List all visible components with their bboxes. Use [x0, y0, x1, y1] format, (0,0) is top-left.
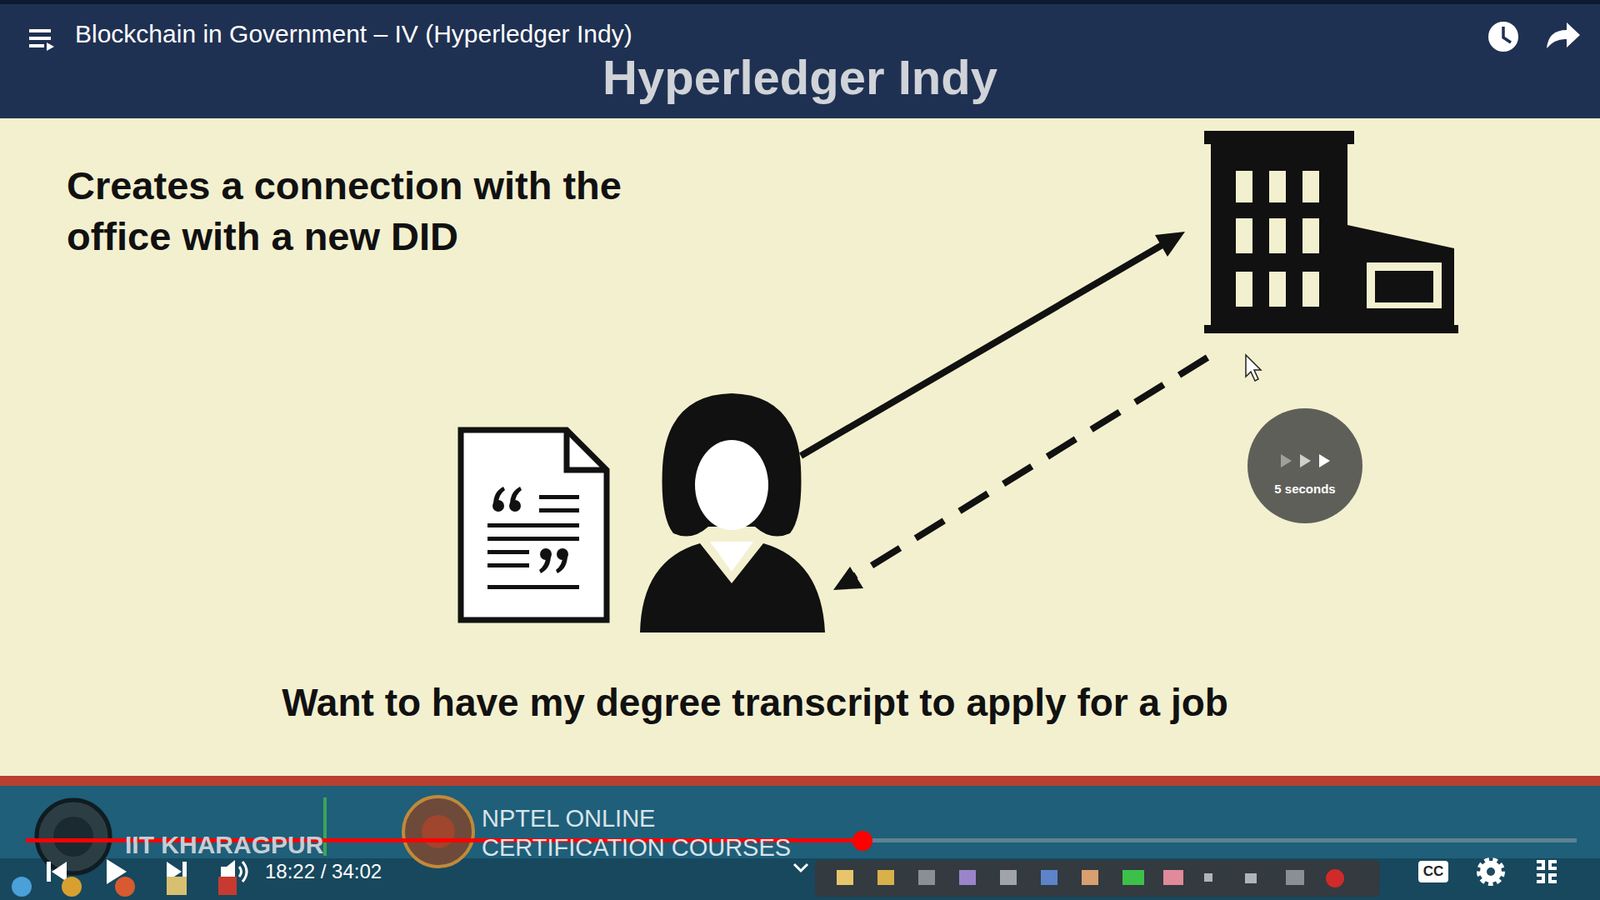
slide-title: Hyperledger Indy [383, 48, 1217, 107]
slide-caption: Want to have my degree transcript to app… [130, 680, 1380, 726]
skip-badge [1247, 408, 1363, 524]
watch-later-icon [1488, 21, 1519, 52]
annex-window-pane [1375, 270, 1434, 303]
skip-triangles [1280, 454, 1330, 468]
title-bar [0, 0, 1600, 119]
logo-separator [323, 797, 327, 856]
red-divider [0, 775, 1600, 786]
cc-label: CC [1418, 863, 1449, 880]
institute-name: IIT KHARAGPUR [125, 830, 324, 860]
skip-badge-text: 5 seconds [1255, 481, 1355, 497]
top-edge [0, 0, 1600, 5]
nptel-logo [403, 796, 474, 867]
playlist-icon [29, 29, 55, 51]
footer-band [0, 785, 1600, 900]
progress-knob [852, 830, 873, 851]
settings-gear [1480, 860, 1502, 883]
exit-fullscreen-icon [1536, 861, 1557, 882]
taskbar-icons [11, 876, 237, 897]
transcript-document [460, 430, 607, 620]
video-title: Blockchain in Government – IV (Hyperledg… [75, 19, 633, 50]
player-controls [46, 859, 808, 885]
cc-button [1418, 860, 1449, 883]
building-windows [1235, 170, 1442, 309]
office-building [1204, 130, 1459, 334]
share-icon [1546, 22, 1580, 49]
course-name: NPTEL ONLINE CERTIFICATION COURSES [481, 804, 832, 864]
response-arrowhead [833, 566, 864, 590]
response-arrow [848, 357, 1208, 580]
time-readout: 18:22 / 34:02 [265, 860, 382, 885]
request-arrowhead [1155, 231, 1185, 257]
mouse-cursor [1245, 355, 1261, 381]
annotation-toolbar [815, 860, 1380, 897]
request-arrow [800, 237, 1175, 456]
toolbar-tools [836, 869, 1345, 888]
person-figure [640, 393, 825, 633]
controls-shade [0, 858, 1600, 900]
step-heading: Creates a connection with the office wit… [66, 160, 684, 262]
